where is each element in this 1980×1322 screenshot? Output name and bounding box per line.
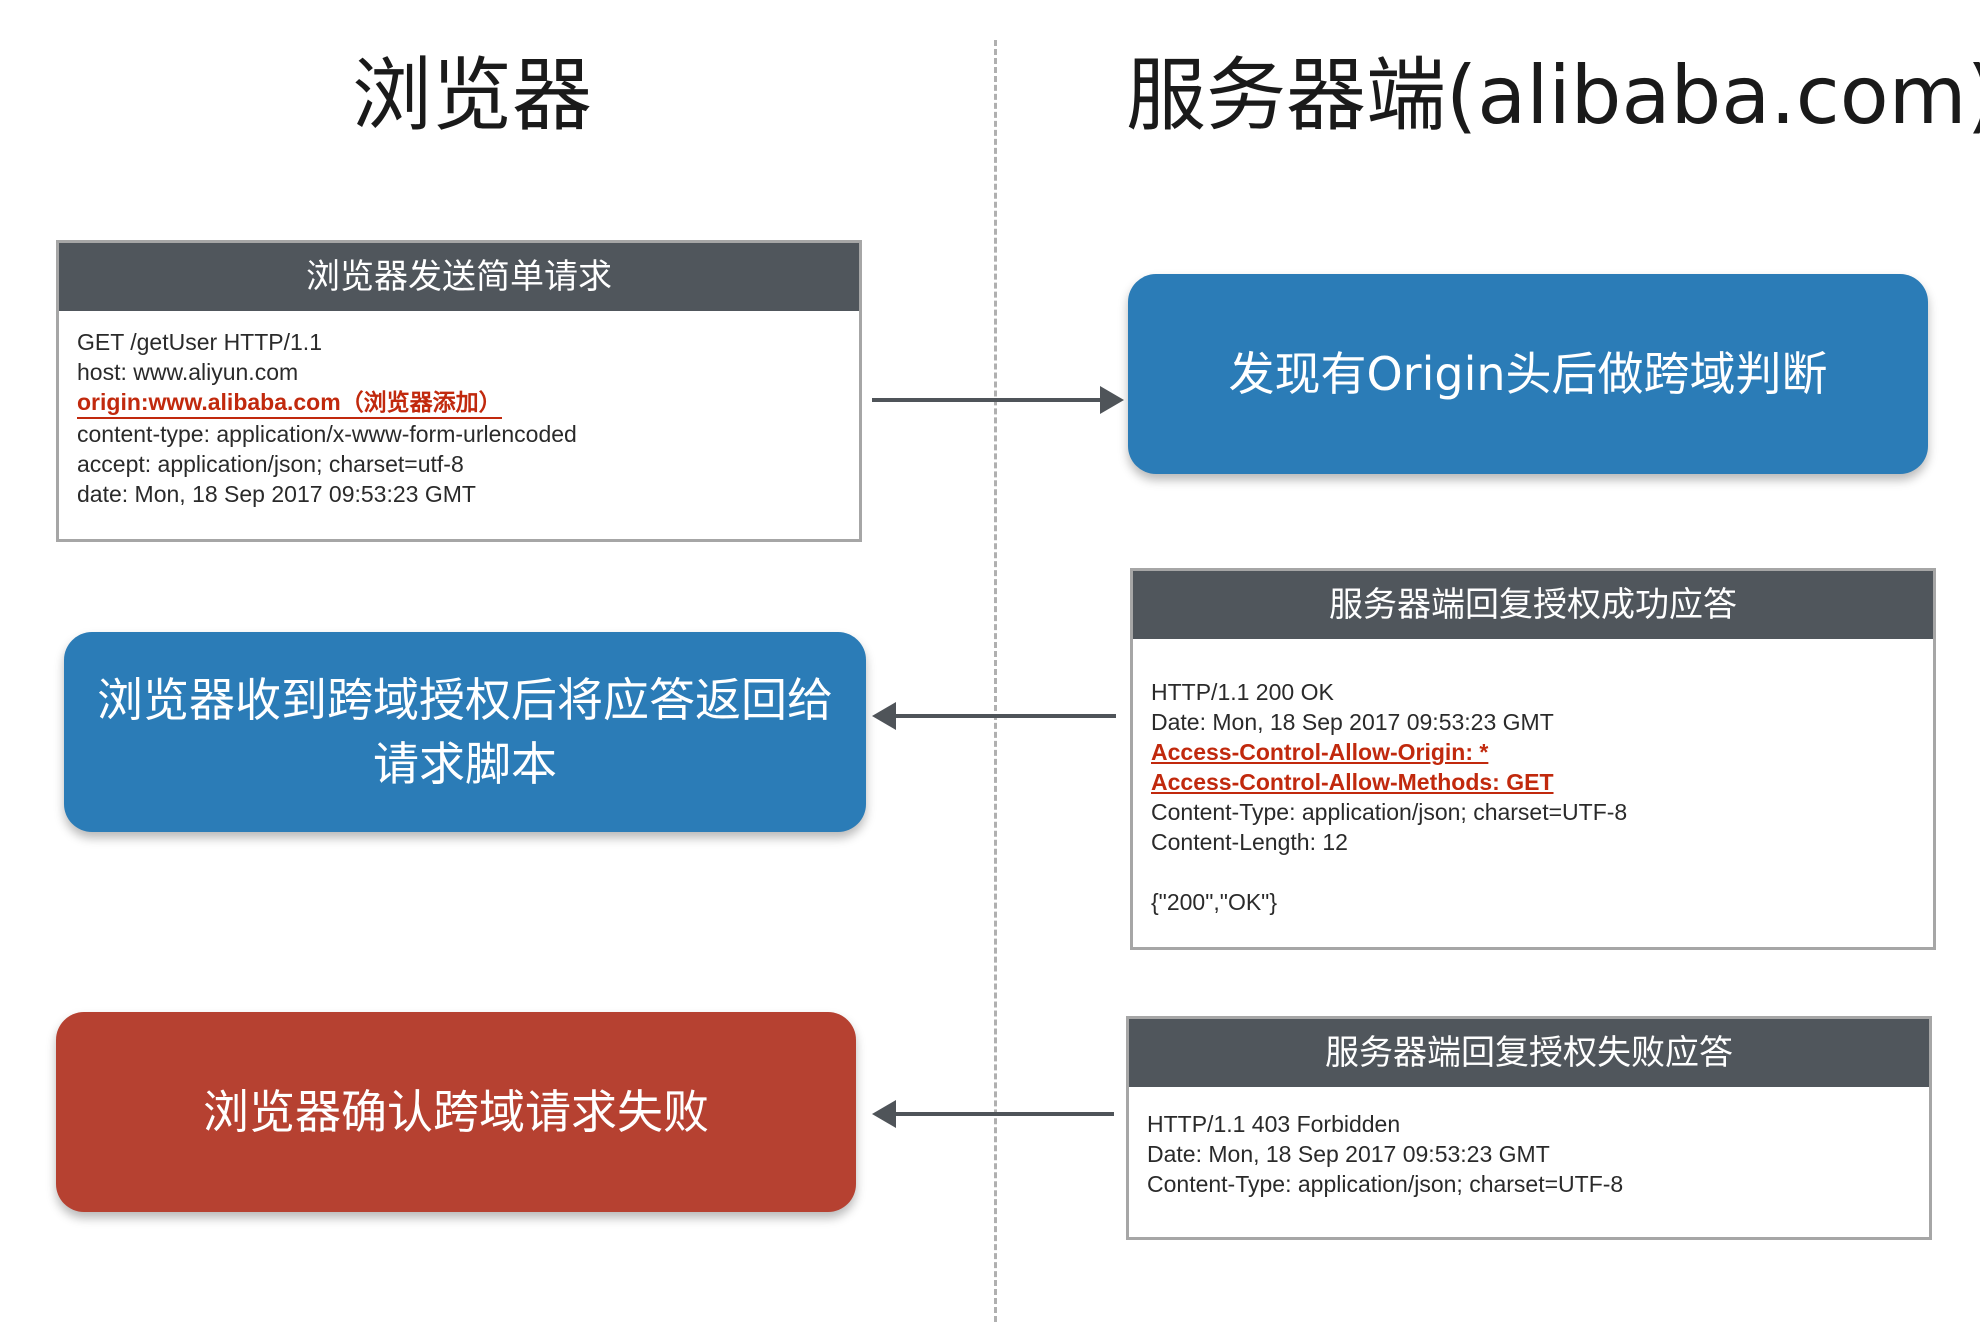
failure-arrow	[872, 1100, 1114, 1128]
failure-response-title: 服务器端回复授权失败应答	[1129, 1019, 1929, 1087]
failure-date-header: Date: Mon, 18 Sep 2017 09:53:23 GMT	[1147, 1141, 1550, 1167]
request-line: GET /getUser HTTP/1.1	[77, 329, 322, 355]
failure-response-panel: 服务器端回复授权失败应答 HTTP/1.1 403 Forbidden Date…	[1126, 1016, 1932, 1240]
success-content-length-header: Content-Length: 12	[1151, 829, 1348, 855]
failure-status-line: HTTP/1.1 403 Forbidden	[1147, 1111, 1401, 1137]
browser-success-box: 浏览器收到跨域授权后将应答返回给 请求脚本	[64, 632, 866, 832]
request-panel-title: 浏览器发送简单请求	[59, 243, 859, 311]
success-response-body-content: {"200","OK"}	[1151, 889, 1278, 915]
request-host-header: host: www.aliyun.com	[77, 359, 299, 385]
request-panel: 浏览器发送简单请求 GET /getUser HTTP/1.1 host: ww…	[56, 240, 862, 542]
browser-failure-box: 浏览器确认跨域请求失败	[56, 1012, 856, 1212]
success-response-title: 服务器端回复授权成功应答	[1133, 571, 1933, 639]
failure-response-body: HTTP/1.1 403 Forbidden Date: Mon, 18 Sep…	[1129, 1087, 1929, 1199]
browser-failure-label: 浏览器确认跨域请求失败	[203, 1085, 709, 1139]
request-date-header: date: Mon, 18 Sep 2017 09:53:23 GMT	[77, 481, 476, 507]
failure-content-type-header: Content-Type: application/json; charset=…	[1147, 1171, 1624, 1197]
request-content-type-header: content-type: application/x-www-form-url…	[77, 421, 577, 447]
browser-success-label-line-1: 浏览器收到跨域授权后将应答返回给	[97, 673, 833, 727]
success-response-body: HTTP/1.1 200 OK Date: Mon, 18 Sep 2017 0…	[1133, 639, 1933, 917]
server-heading: 服务器端(alibaba.com)	[1126, 49, 1980, 142]
success-status-line: HTTP/1.1 200 OK	[1151, 679, 1334, 705]
column-divider	[994, 40, 997, 1322]
browser-heading: 浏览器	[352, 49, 592, 142]
server-origin-check-box: 发现有Origin头后做跨域判断	[1128, 274, 1928, 474]
success-blank-line	[1151, 857, 1915, 887]
success-arrow	[872, 702, 1116, 730]
allow-methods-header: Access-Control-Allow-Methods: GET	[1151, 769, 1554, 795]
request-panel-body: GET /getUser HTTP/1.1 host: www.aliyun.c…	[59, 311, 859, 509]
success-date-header: Date: Mon, 18 Sep 2017 09:53:23 GMT	[1151, 709, 1554, 735]
request-accept-header: accept: application/json; charset=utf-8	[77, 451, 464, 477]
browser-success-label-line-2: 请求脚本	[373, 737, 557, 791]
allow-origin-header: Access-Control-Allow-Origin: *	[1151, 739, 1489, 765]
server-origin-check-label: 发现有Origin头后做跨域判断	[1228, 347, 1828, 401]
success-content-type-header: Content-Type: application/json; charset=…	[1151, 799, 1628, 825]
request-origin-header: origin:www.alibaba.com（浏览器添加）	[77, 387, 502, 419]
success-response-panel: 服务器端回复授权成功应答 HTTP/1.1 200 OK Date: Mon, …	[1130, 568, 1936, 950]
request-arrow	[872, 386, 1124, 414]
